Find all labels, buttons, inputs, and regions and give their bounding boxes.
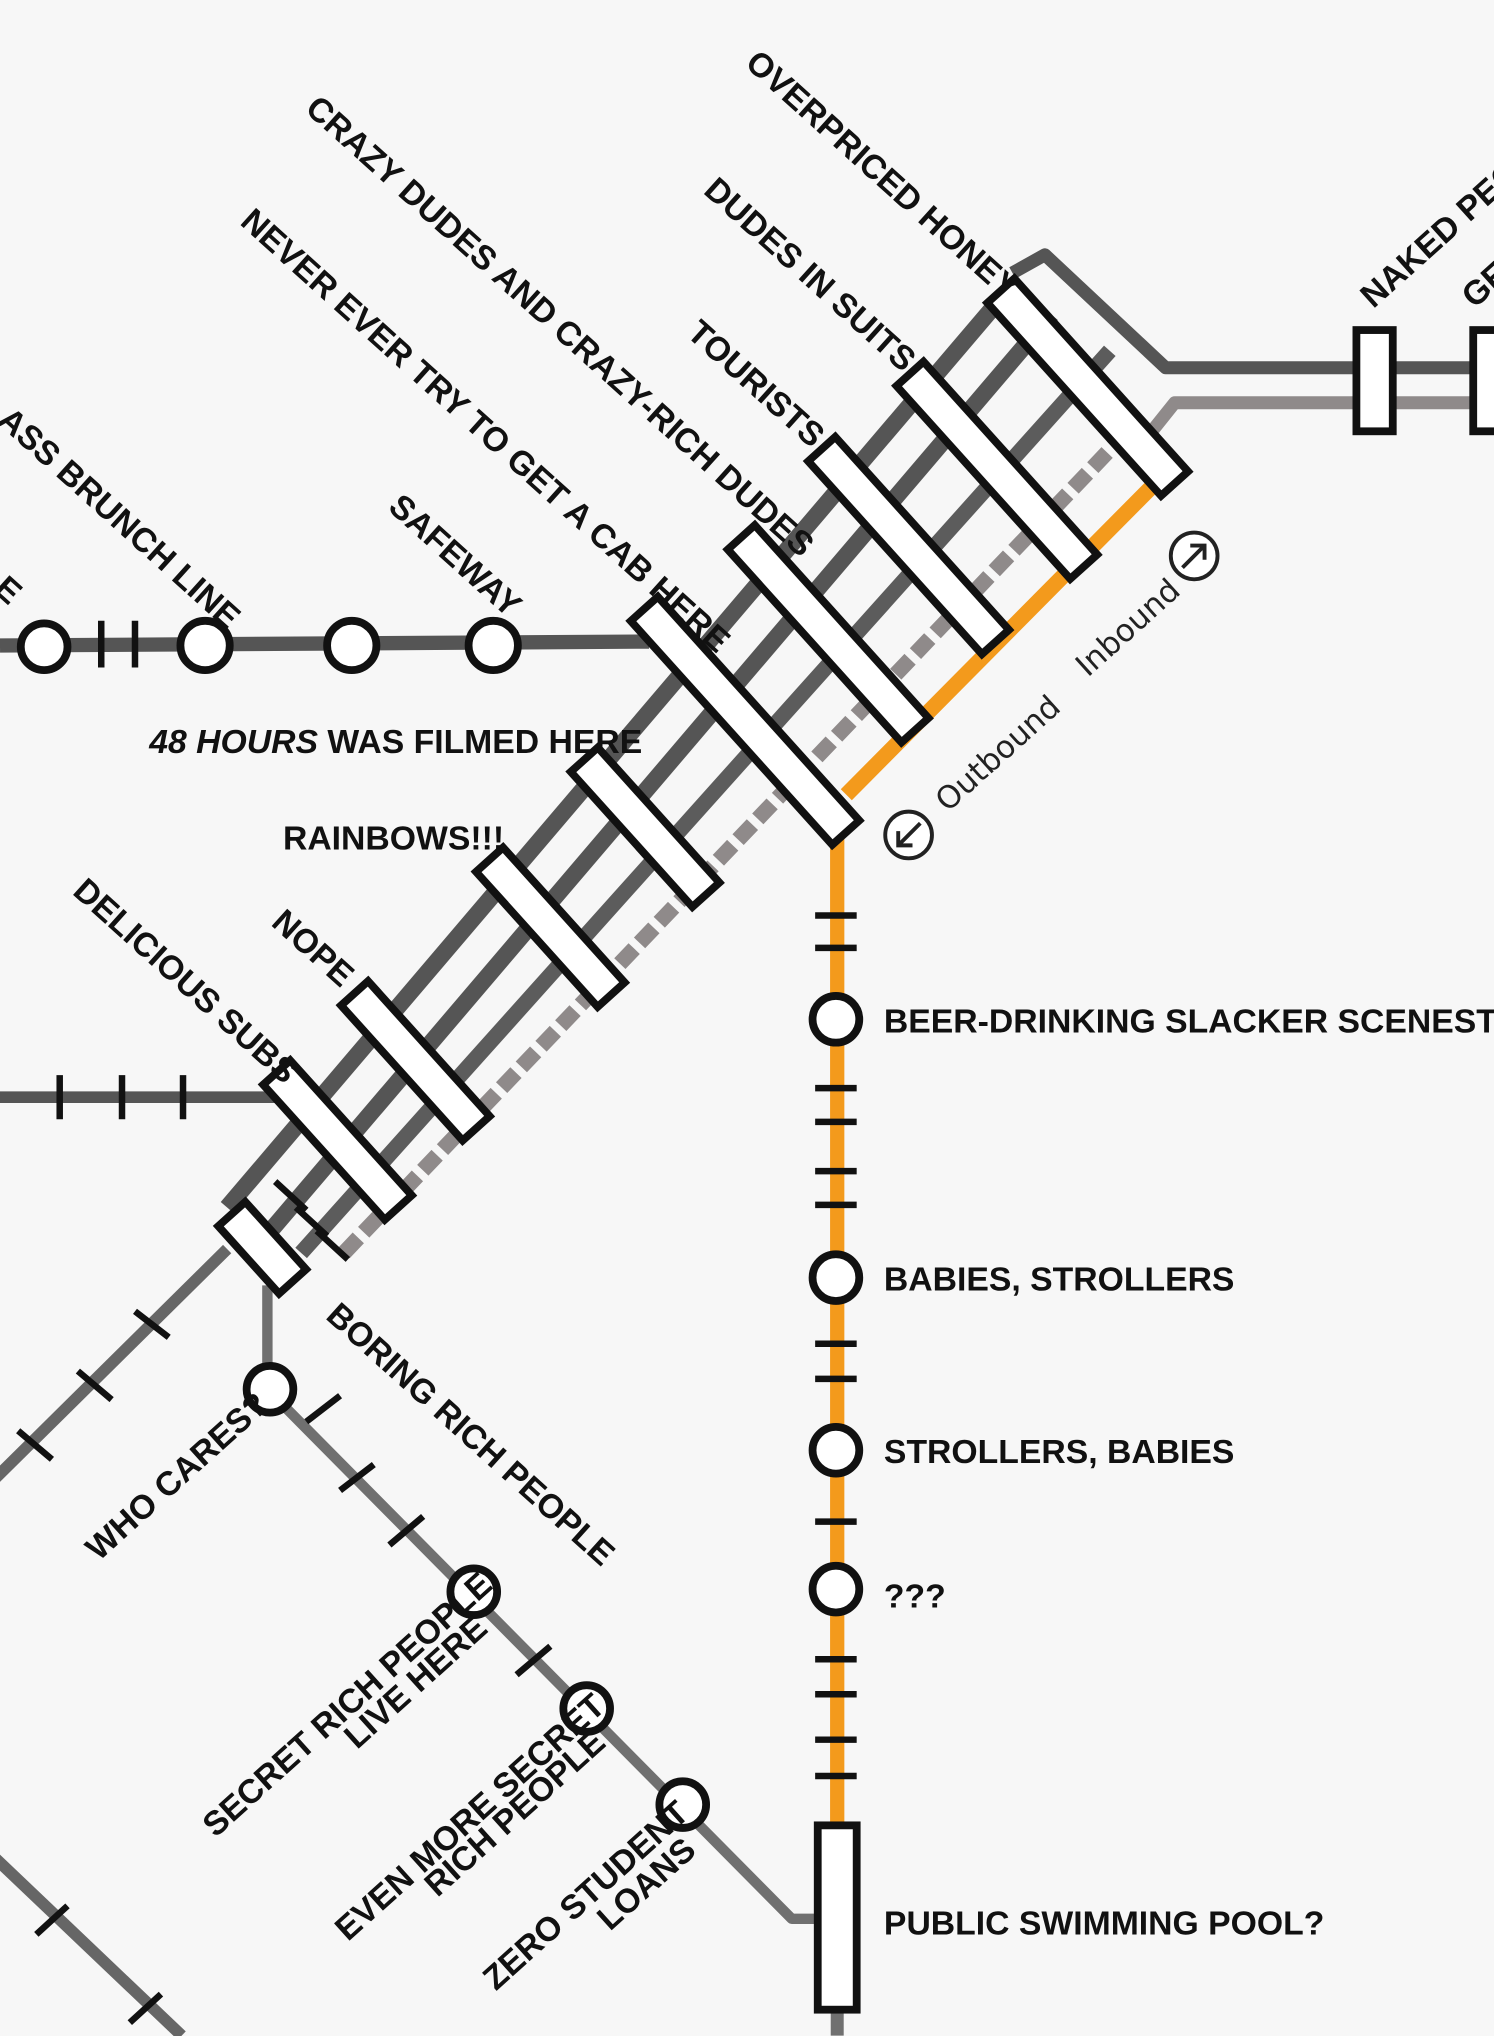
station-dot-who-cares [242, 1361, 298, 1417]
station-dot-safeway [464, 616, 522, 675]
tick [133, 1308, 171, 1340]
station-dots [16, 616, 864, 1832]
station-dot-babies [808, 1250, 864, 1305]
tick [272, 1179, 309, 1213]
platform-crazy-dudes [722, 519, 934, 748]
label-public-pool: PUBLIC SWIMMING POOL? [884, 1904, 1324, 1942]
station-dot-secret-rich [446, 1564, 502, 1619]
label-48-hours: 48 HOURS WAS FILMED HERE [148, 723, 642, 761]
trunk-track-4 [338, 410, 1148, 1259]
tick [514, 1643, 553, 1678]
ne-track-dark [1009, 248, 1494, 375]
station-dot-brunch [176, 616, 234, 675]
platform-never-cab [625, 591, 865, 851]
platform-overpriced-honey [981, 273, 1194, 502]
trunk-track-1 [220, 286, 1013, 1213]
platform-tourists [802, 431, 1015, 660]
platform-rainbows [470, 841, 631, 1013]
tick [338, 1461, 376, 1494]
platform-dudes-in-suits [891, 356, 1103, 585]
arrow-up-right-glyph [1181, 543, 1207, 569]
trunk-track-2 [259, 309, 1058, 1242]
tick [304, 1393, 343, 1425]
station-dot-zero-loans [655, 1777, 711, 1832]
rich-branch-track [262, 1285, 818, 1925]
label-rainbows: RAINBOWS!!! [283, 819, 504, 857]
label-beer-drinking: BEER-DRINKING SLACKER SCENESTERS [884, 1002, 1494, 1040]
label-babies-strollers: BABIES, STROLLERS [884, 1261, 1234, 1299]
platform-nope [335, 975, 496, 1147]
platform-sw-end [212, 1196, 312, 1300]
station-dot [16, 619, 72, 675]
platforms [212, 273, 1494, 2014]
tick [387, 1513, 426, 1548]
label-question: ??? [884, 1577, 946, 1615]
station-dot [323, 616, 381, 675]
platform-48-hours [565, 742, 725, 913]
tick [16, 1428, 55, 1462]
label-48-hours-italic: 48 HOURS [148, 723, 318, 761]
arrow-down-left-glyph [896, 821, 922, 848]
label-48-hours-rest: WAS FILMED HERE [318, 723, 642, 761]
platform-delicious-subs [257, 1054, 418, 1226]
platform-get [1469, 326, 1494, 436]
ticks [16, 620, 857, 2026]
tick [127, 1991, 164, 2026]
station-dot-beer [808, 992, 864, 1047]
station-dot-strollers [808, 1422, 864, 1478]
tick [75, 1368, 114, 1403]
station-dot-more-secret [559, 1681, 614, 1736]
tick [34, 1903, 70, 1937]
station-dot-question [808, 1561, 864, 1617]
label-strollers-babies: STROLLERS, BABIES [884, 1433, 1234, 1471]
platform-naked-people [1352, 326, 1397, 436]
platform-public-pool [813, 1821, 861, 2014]
tick [314, 1228, 351, 1262]
